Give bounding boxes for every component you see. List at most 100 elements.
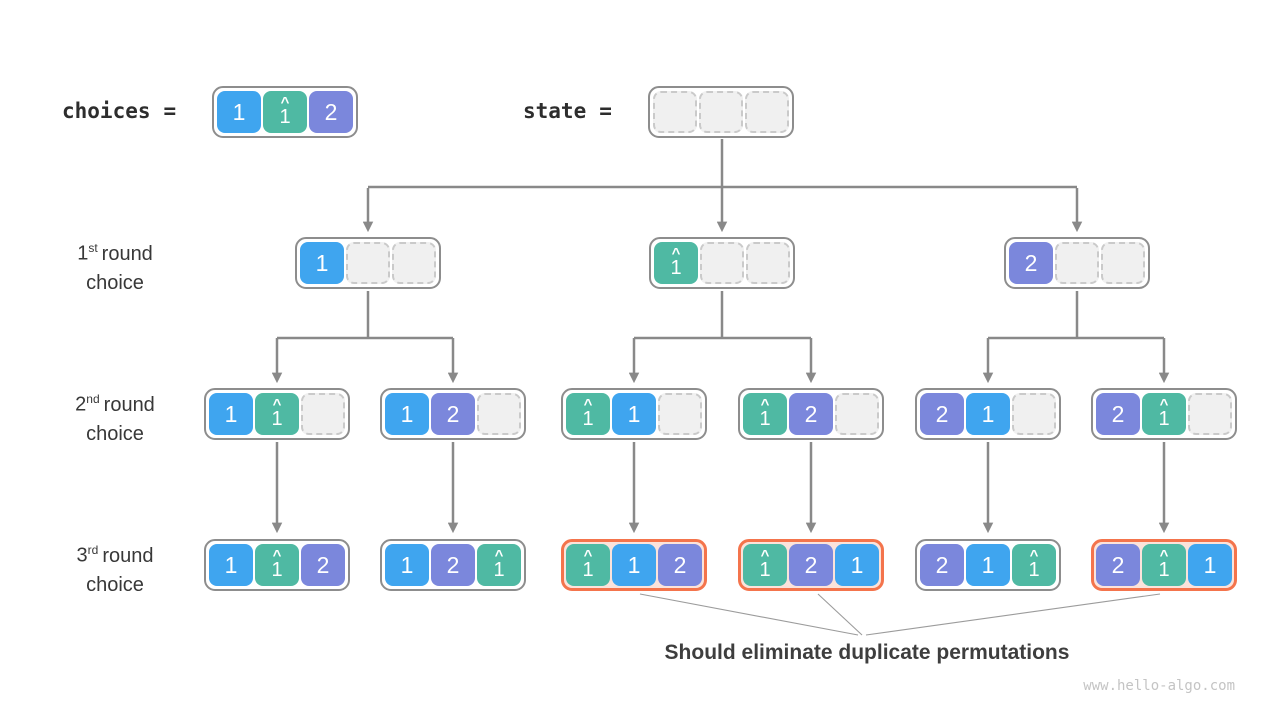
cell-empty xyxy=(346,242,390,284)
cell-1-hat: ^1 xyxy=(743,393,787,435)
hat-mark: ^ xyxy=(1159,546,1169,564)
cell-1: 1 xyxy=(300,242,344,284)
hat-number: 1 xyxy=(759,558,771,581)
choices-equals-sign: = xyxy=(163,99,177,123)
cell-empty xyxy=(700,242,744,284)
cell-2: 2 xyxy=(1096,544,1140,586)
hat-mark: ^ xyxy=(760,395,770,413)
state-box-r2-0: 1^1 xyxy=(204,388,350,440)
choices-label-text: choices xyxy=(62,99,151,123)
cell-1-hat: ^1 xyxy=(1142,393,1186,435)
hat-mark: ^ xyxy=(583,546,593,564)
cell-1-hat: ^1 xyxy=(263,91,307,133)
duplicate-note: Should eliminate duplicate permutations xyxy=(664,641,1070,664)
hat-mark: ^ xyxy=(280,93,290,111)
state-array xyxy=(648,86,794,138)
cell-1-hat: ^1 xyxy=(566,544,610,586)
cell-1: 1 xyxy=(209,393,253,435)
cell-1-hat: ^1 xyxy=(654,242,698,284)
cell-empty xyxy=(477,393,521,435)
state-box-r1-1: ^1 xyxy=(649,237,795,289)
cell-1: 1 xyxy=(966,544,1010,586)
cell-1: 1 xyxy=(612,393,656,435)
state-label: state = xyxy=(523,99,612,123)
cell-2: 2 xyxy=(309,91,353,133)
hat-number: 1 xyxy=(1028,558,1040,581)
hat-number: 1 xyxy=(759,407,771,430)
cell-1: 1 xyxy=(385,393,429,435)
cell-1: 1 xyxy=(385,544,429,586)
state-box-r1-0: 1 xyxy=(295,237,441,289)
hat-mark: ^ xyxy=(494,546,504,564)
cell-1-hat: ^1 xyxy=(566,393,610,435)
cell-2: 2 xyxy=(789,393,833,435)
cell-1: 1 xyxy=(209,544,253,586)
cell-empty xyxy=(1101,242,1145,284)
cell-1-hat: ^1 xyxy=(255,544,299,586)
hat-number: 1 xyxy=(493,558,505,581)
cell-empty xyxy=(745,91,789,133)
cell-1-hat: ^1 xyxy=(743,544,787,586)
hat-number: 1 xyxy=(670,256,682,279)
cell-2: 2 xyxy=(301,544,345,586)
hat-number: 1 xyxy=(582,407,594,430)
cell-2: 2 xyxy=(431,393,475,435)
cell-empty xyxy=(1012,393,1056,435)
hat-mark: ^ xyxy=(671,244,681,262)
cell-empty xyxy=(699,91,743,133)
state-box-r1-2: 2 xyxy=(1004,237,1150,289)
cell-1: 1 xyxy=(1188,544,1232,586)
cell-2: 2 xyxy=(1096,393,1140,435)
cell-2: 2 xyxy=(789,544,833,586)
cell-2: 2 xyxy=(431,544,475,586)
cell-empty xyxy=(653,91,697,133)
hat-mark: ^ xyxy=(1029,546,1039,564)
cell-empty xyxy=(658,393,702,435)
hat-mark: ^ xyxy=(583,395,593,413)
hat-number: 1 xyxy=(582,558,594,581)
cell-1: 1 xyxy=(612,544,656,586)
hat-mark: ^ xyxy=(272,546,282,564)
cell-1: 1 xyxy=(217,91,261,133)
cell-empty xyxy=(835,393,879,435)
watermark: www.hello-algo.com xyxy=(1083,678,1235,694)
cell-2: 2 xyxy=(920,393,964,435)
cell-1-hat: ^1 xyxy=(1142,544,1186,586)
cell-2: 2 xyxy=(920,544,964,586)
cell-1-hat: ^1 xyxy=(477,544,521,586)
state-box-r2-5: 2^1 xyxy=(1091,388,1237,440)
hat-number: 1 xyxy=(1158,558,1170,581)
hat-number: 1 xyxy=(271,407,283,430)
cell-empty xyxy=(1188,393,1232,435)
hat-mark: ^ xyxy=(760,546,770,564)
hat-number: 1 xyxy=(279,105,291,128)
cell-1-hat: ^1 xyxy=(255,393,299,435)
cell-1: 1 xyxy=(835,544,879,586)
cell-2: 2 xyxy=(1009,242,1053,284)
cell-empty xyxy=(1055,242,1099,284)
hat-mark: ^ xyxy=(1159,395,1169,413)
cell-1-hat: ^1 xyxy=(1012,544,1056,586)
cell-empty xyxy=(301,393,345,435)
state-label-text: state xyxy=(523,99,587,123)
cell-empty xyxy=(392,242,436,284)
hat-number: 1 xyxy=(271,558,283,581)
hat-mark: ^ xyxy=(272,395,282,413)
hat-number: 1 xyxy=(1158,407,1170,430)
cell-2: 2 xyxy=(658,544,702,586)
